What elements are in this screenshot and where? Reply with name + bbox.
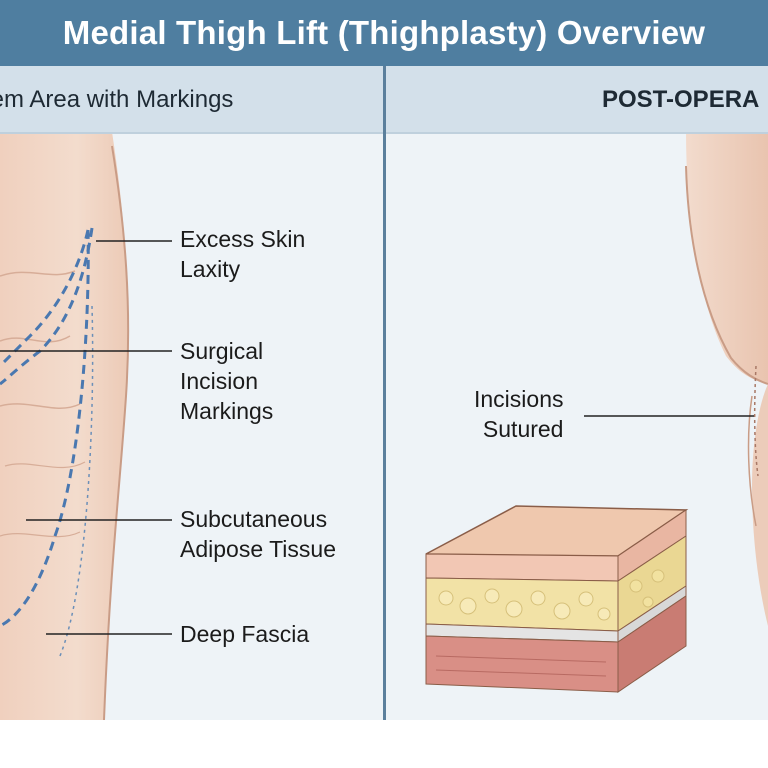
title-bar: Medial Thigh Lift (Thighplasty) Overview [0,0,768,66]
label-subcutaneous-adipose: Subcutaneous Adipose Tissue [180,506,336,562]
thigh-illustration-after [425,132,768,693]
page-title: Medial Thigh Lift (Thighplasty) Overview [62,14,706,51]
right-panel-heading: POST-OPERA [602,86,760,113]
label-deep-fascia: Deep Fascia [180,621,310,647]
right-panel-header: POST-OPERA [386,66,768,134]
left-panel-header: blem Area with Markings [0,66,383,134]
label-excess-skin-laxity: Excess Skin Laxity [180,226,306,282]
label-incisions-sutured: Incisions Sutured [474,386,564,442]
label-surgical-incision-markings: Surgical Incision Markings [180,338,274,424]
tissue-layers-block [425,505,689,693]
bottom-margin [0,720,768,768]
left-panel: blem Area with Markings Excess Skin Laxi… [0,66,383,720]
right-panel: POST-OPERA Incisions Sutured [386,66,768,720]
thigh-illustration-before [0,132,172,720]
left-panel-heading: blem Area with Markings [0,86,234,113]
panel-divider [383,66,386,720]
